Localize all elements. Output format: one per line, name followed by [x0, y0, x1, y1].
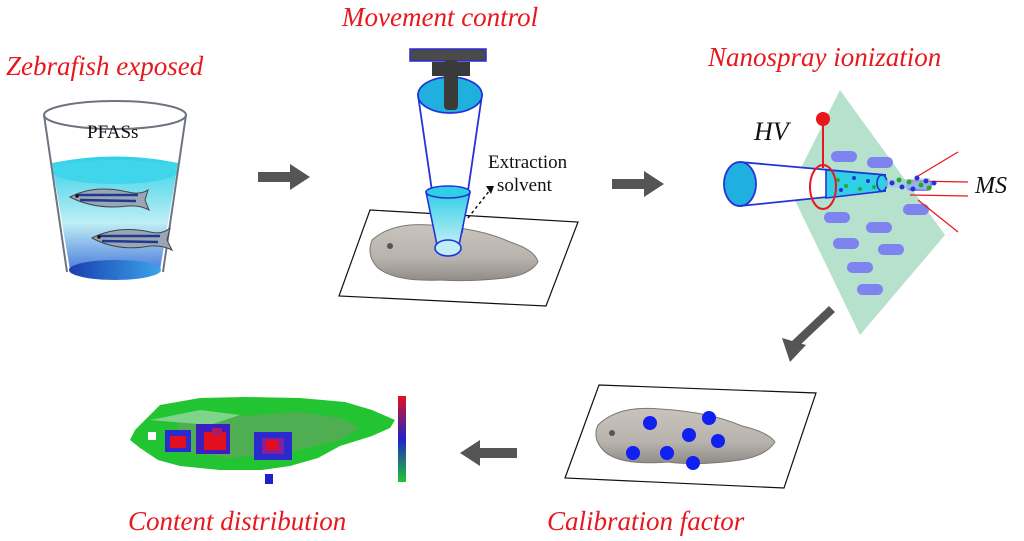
beaker-water — [52, 156, 178, 278]
flow-arrow — [612, 171, 664, 197]
beaker-label: PFASs — [87, 122, 139, 143]
beaker-bottom — [69, 260, 161, 280]
nanospray-source — [723, 90, 969, 335]
content-heatmap — [130, 396, 406, 484]
step-title-calibration-factor: Calibration factor — [547, 506, 745, 536]
zebrafish-icon — [68, 188, 150, 212]
flow-arrow — [782, 306, 835, 362]
step-title-content-distribution: Content distribution — [128, 506, 347, 536]
beaker — [43, 100, 187, 280]
heatmap-colorbar — [398, 396, 406, 482]
extraction-label-line2: solvent — [497, 175, 552, 196]
calibration-sample — [564, 384, 817, 489]
capillary-end — [723, 161, 757, 207]
hv-electrode — [816, 112, 830, 126]
zebrafish-icon — [90, 226, 174, 252]
probe-holder — [409, 48, 487, 62]
ms-label: MS — [975, 173, 1007, 199]
water-surface — [53, 160, 177, 184]
extraction-label-line1: Extraction — [488, 152, 568, 173]
fish-eye — [387, 243, 393, 249]
step-title-movement-control: Movement control — [342, 2, 539, 32]
calibration-points — [626, 411, 725, 470]
heatmap-hotspots — [165, 424, 292, 484]
step-title-nanospray-ionization: Nanospray ionization — [708, 42, 942, 72]
spray-droplets — [889, 175, 937, 192]
hv-label: HV — [754, 117, 789, 146]
probe-assembly — [338, 48, 579, 307]
step-title-zebrafish-exposed: Zebrafish exposed — [6, 51, 204, 81]
flow-arrow — [258, 164, 310, 190]
beaker-rim — [43, 100, 187, 130]
spray-plate — [790, 90, 945, 335]
flow-arrow — [460, 440, 517, 466]
droplets — [836, 176, 876, 192]
